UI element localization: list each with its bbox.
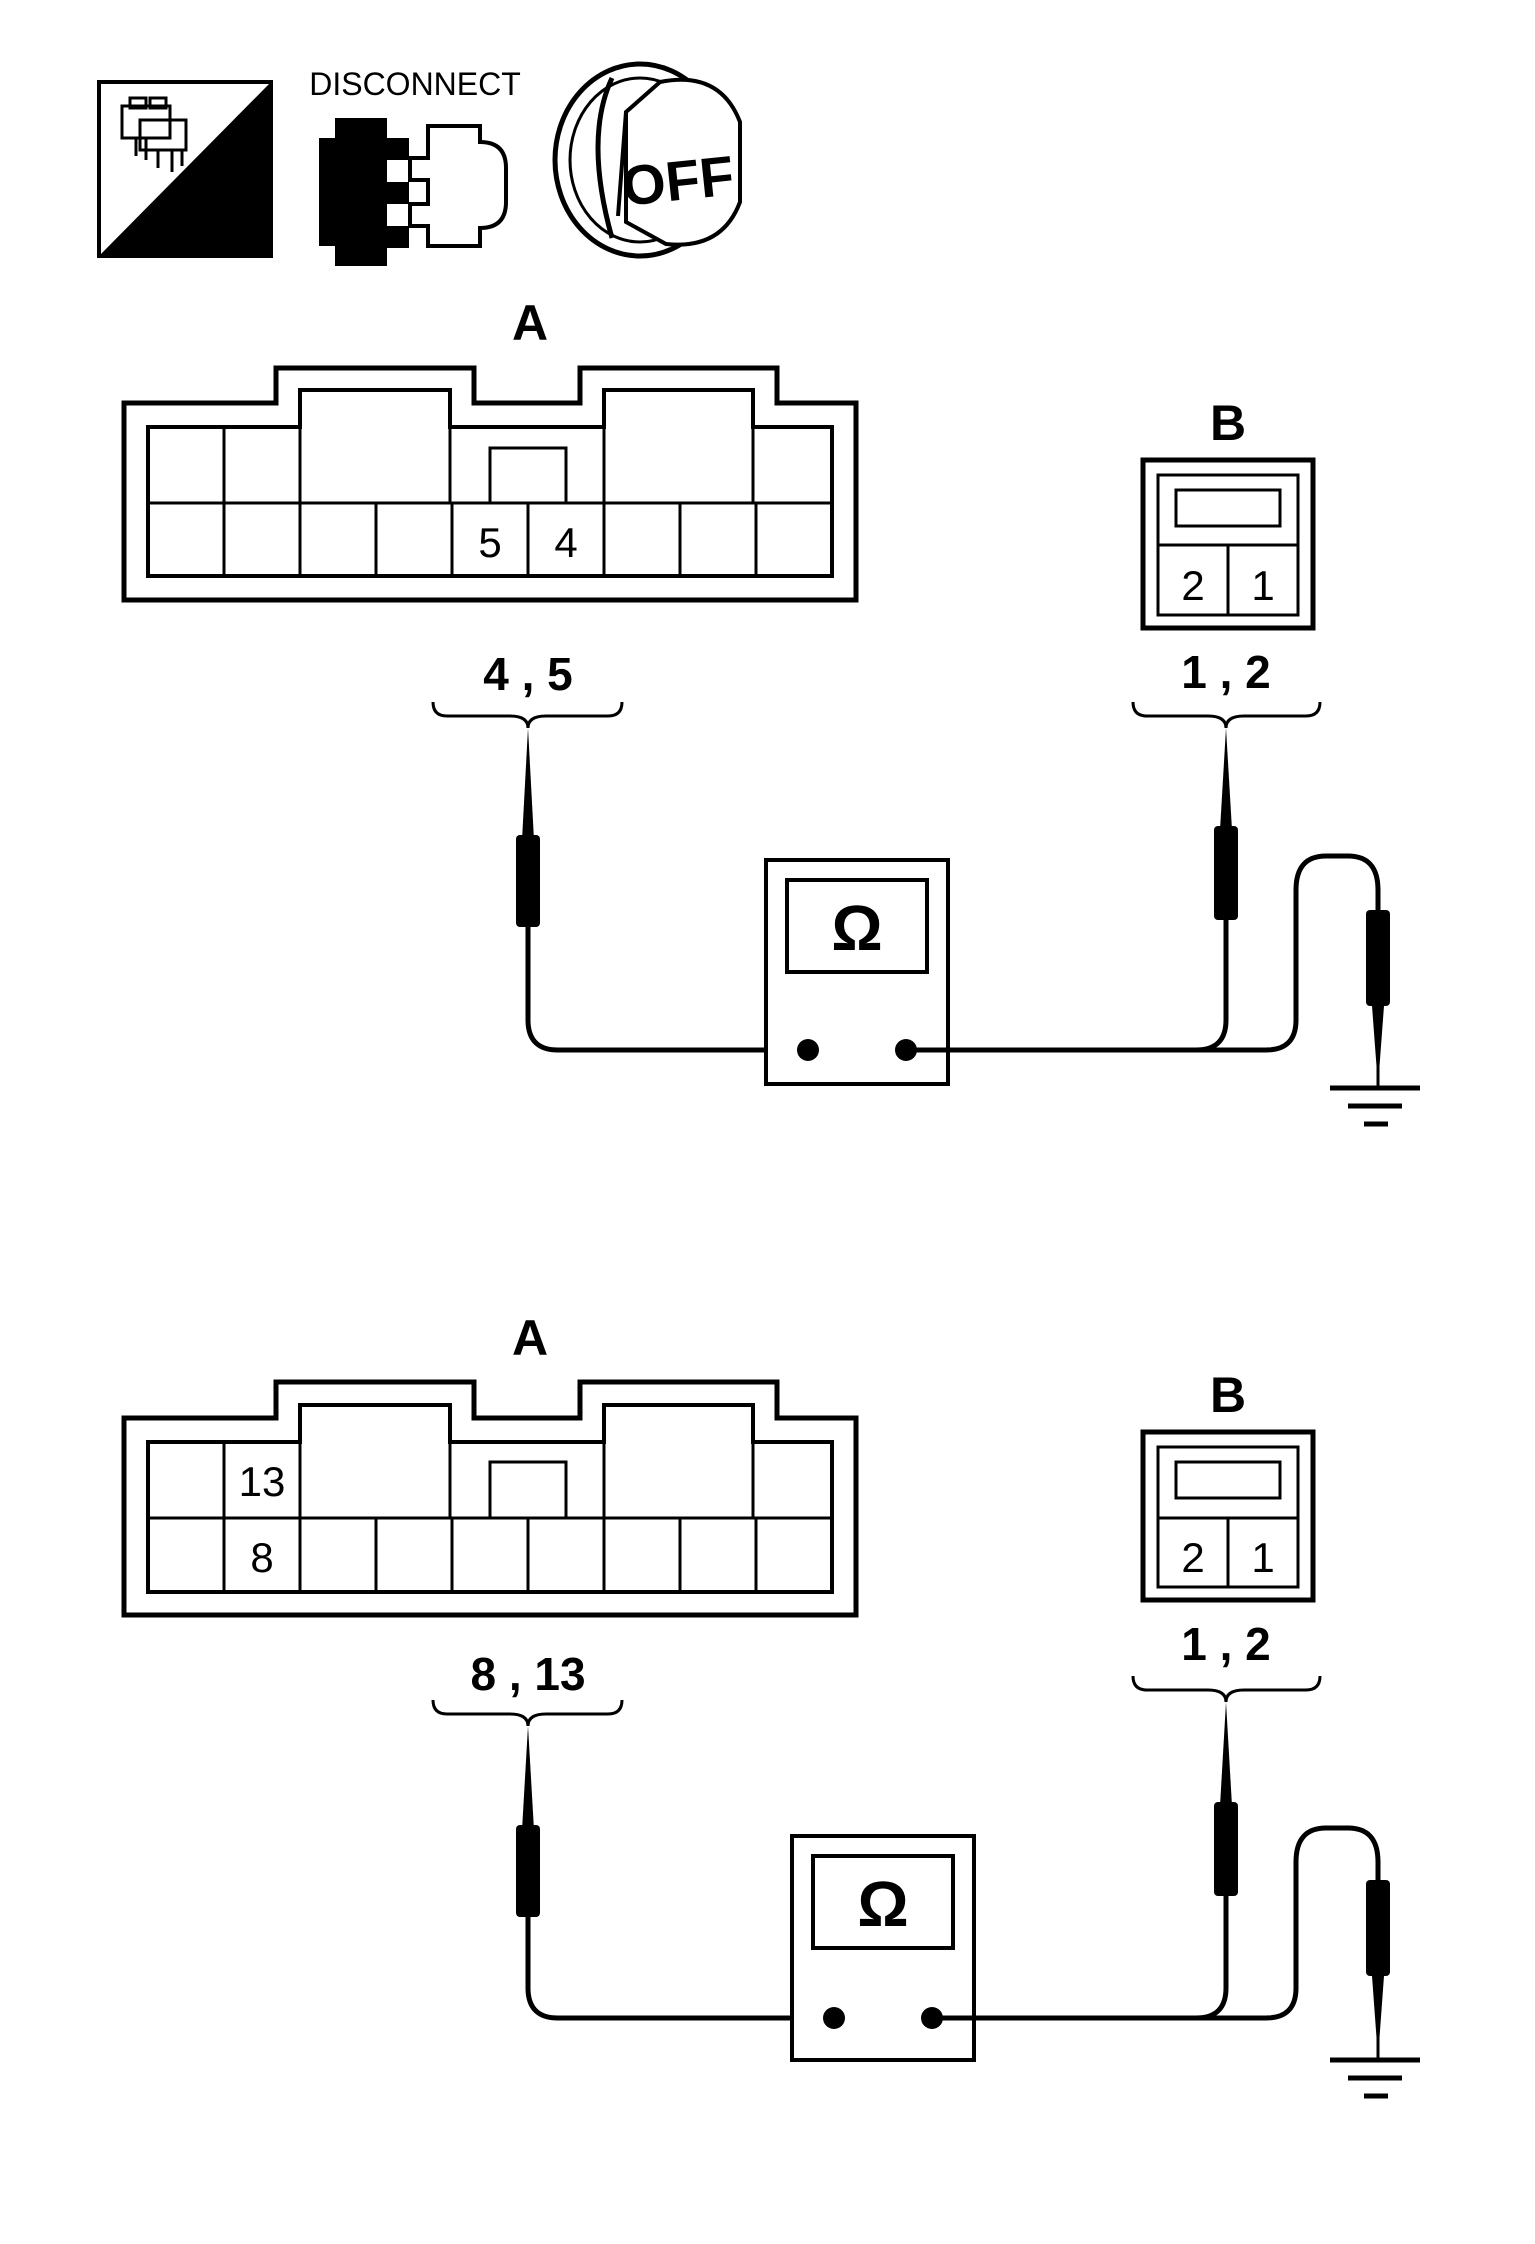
terminals-b-label: 1 , 2 bbox=[1181, 646, 1271, 698]
pin-b-2: 2 bbox=[1181, 1534, 1204, 1581]
connector-a-label: A bbox=[512, 295, 548, 351]
connector-b: 2 1 bbox=[1140, 1429, 1316, 1603]
brace-b bbox=[1131, 701, 1322, 729]
ohm-symbol: Ω bbox=[831, 892, 882, 964]
probe-b bbox=[906, 728, 1381, 1053]
ground-icon bbox=[1330, 2057, 1420, 2099]
probe-b bbox=[932, 1702, 1381, 2021]
ground-icon bbox=[1330, 1085, 1420, 1127]
connector-a: 13 8 bbox=[121, 1379, 859, 1618]
diagram-2: A 13 8 B bbox=[121, 1310, 1420, 2099]
pin-13: 13 bbox=[239, 1458, 286, 1505]
probe-a bbox=[516, 728, 800, 1053]
ohm-symbol: Ω bbox=[857, 1868, 908, 1940]
meter-terminal-neg bbox=[823, 2007, 845, 2029]
disconnect-icon: DISCONNECT bbox=[309, 66, 521, 266]
terminals-a-label: 4 , 5 bbox=[483, 648, 573, 700]
disconnect-label: DISCONNECT bbox=[309, 66, 521, 102]
terminals-a-label: 8 , 13 bbox=[470, 1648, 585, 1700]
pin-b-2: 2 bbox=[1181, 562, 1204, 609]
harness-side-icon: H.S. bbox=[97, 80, 273, 258]
brace-b bbox=[1131, 1675, 1322, 1703]
ignition-off-icon: OFF bbox=[552, 61, 742, 259]
connector-b-label: B bbox=[1210, 395, 1246, 451]
connector-a-label: A bbox=[512, 1310, 548, 1366]
pin-5: 5 bbox=[478, 519, 501, 566]
pin-8: 8 bbox=[250, 1534, 273, 1581]
brace-a bbox=[431, 1699, 624, 1727]
pin-b-1: 1 bbox=[1251, 562, 1274, 609]
ground-probe bbox=[1366, 1880, 1390, 2060]
off-label: OFF bbox=[619, 143, 737, 217]
ground-probe bbox=[1366, 910, 1390, 1088]
connector-b: 2 1 bbox=[1140, 457, 1316, 631]
pin-4: 4 bbox=[554, 519, 577, 566]
ohmmeter-2: Ω bbox=[790, 1834, 976, 2062]
probe-a bbox=[516, 1726, 828, 2021]
ohmmeter-1: Ω bbox=[764, 858, 950, 1086]
connector-a: 5 4 bbox=[121, 365, 859, 603]
pin-b-1: 1 bbox=[1251, 1534, 1274, 1581]
terminals-b-label: 1 , 2 bbox=[1181, 1618, 1271, 1670]
diagram-1: A 5 4 bbox=[121, 295, 1420, 1127]
connector-b-label: B bbox=[1210, 1367, 1246, 1423]
brace-a bbox=[431, 701, 624, 729]
meter-terminal-neg bbox=[797, 1039, 819, 1061]
hs-label: H.S. bbox=[153, 198, 246, 251]
